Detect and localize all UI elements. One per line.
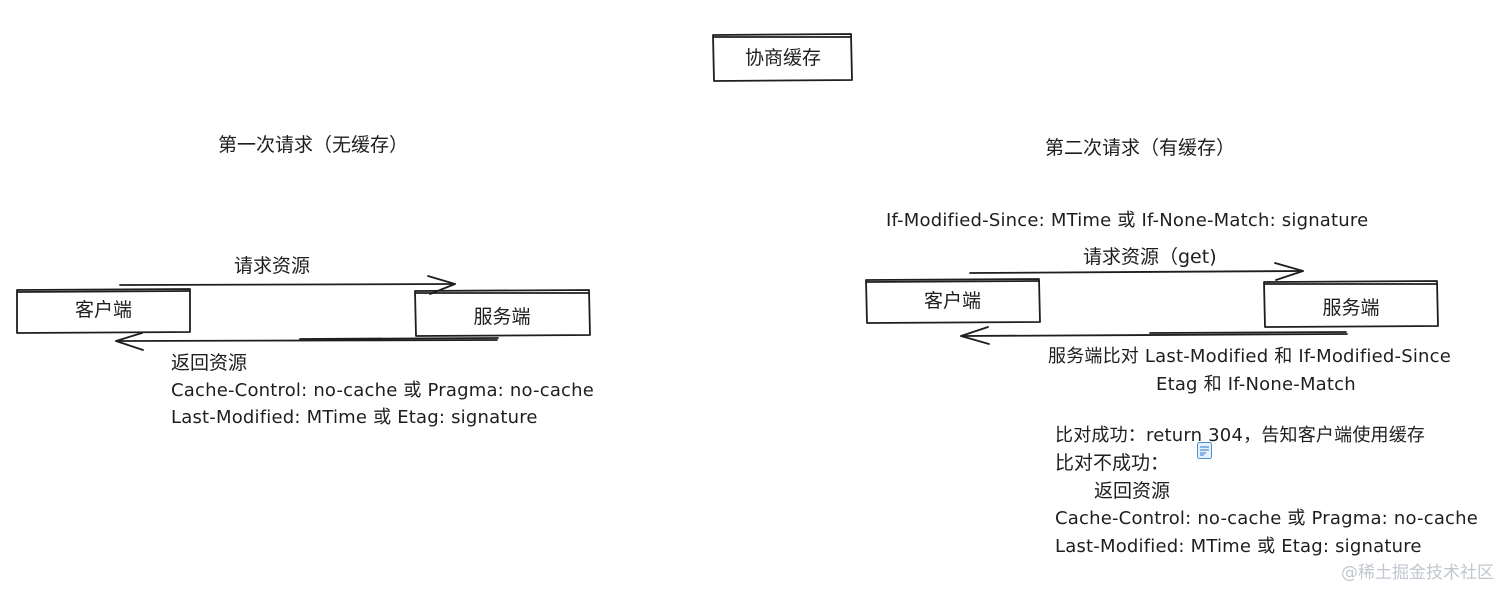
left-response-header-1: Cache-Control: no-cache 或 Pragma: no-cac… <box>171 380 595 401</box>
right-response-arrow <box>960 333 1348 337</box>
right-server-label: 服务端 <box>1322 297 1380 319</box>
right-client-box <box>865 278 1041 324</box>
document-icon[interactable] <box>1197 442 1212 459</box>
left-client-box <box>16 288 191 334</box>
compare-fail: 比对不成功： <box>1055 452 1170 474</box>
left-response-header-2: Last-Modified: MTime 或 Etag: signature <box>171 407 538 428</box>
right-request-arrow <box>969 270 1304 274</box>
left-server-label: 服务端 <box>473 306 531 328</box>
title-box <box>712 33 853 82</box>
left-client-label: 客户端 <box>74 299 132 321</box>
left-request-label: 请求资源 <box>234 255 311 277</box>
right-request-label: 请求资源（get) <box>1083 246 1217 268</box>
compare-success: 比对成功：return 304，告知客户端使用缓存 <box>1055 425 1426 446</box>
left-response-label: 返回资源 <box>171 352 248 374</box>
compare-line-1: 服务端比对 Last-Modified 和 If-Modified-Since <box>1048 346 1452 367</box>
right-client-label: 客户端 <box>923 290 981 312</box>
page-title: 协商缓存 <box>744 47 821 69</box>
right-request-headers: If-Modified-Since: MTime 或 If-None-Match… <box>886 210 1369 231</box>
right-server-box <box>1263 280 1439 328</box>
left-request-arrow <box>119 283 456 286</box>
left-server-box <box>414 289 591 337</box>
fail-return-label: 返回资源 <box>1094 480 1171 502</box>
watermark: @稀土掘金技术社区 <box>1341 563 1494 583</box>
first-request-heading: 第一次请求（无缓存） <box>218 134 409 156</box>
fail-header-2: Last-Modified: MTime 或 Etag: signature <box>1055 536 1422 557</box>
fail-header-1: Cache-Control: no-cache 或 Pragma: no-cac… <box>1055 508 1479 529</box>
compare-line-2: Etag 和 If-None-Match <box>1156 374 1356 395</box>
second-request-heading: 第二次请求（有缓存） <box>1045 137 1236 159</box>
left-response-arrow <box>115 339 498 342</box>
